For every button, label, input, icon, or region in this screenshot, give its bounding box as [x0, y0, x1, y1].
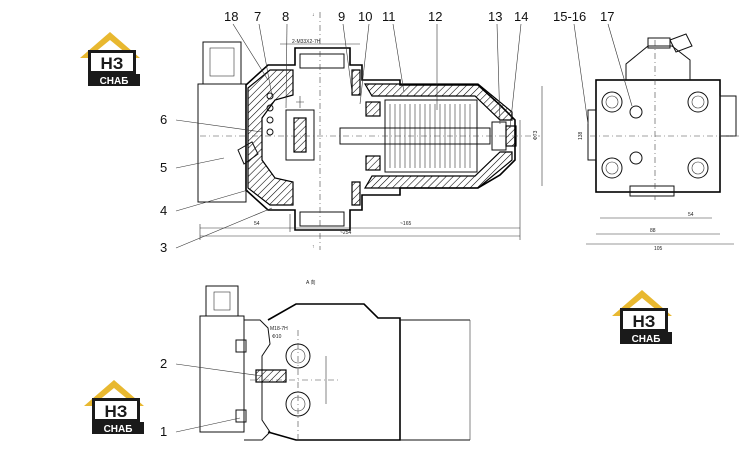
side-left-flange — [587, 109, 597, 161]
body-wall-top-right — [351, 69, 361, 96]
arrow-mark-bottom: ↑ — [312, 244, 315, 250]
o-ring-2 — [266, 104, 274, 112]
main-section-view: 2-M33X2-7H 54 ~165 ~254 Ф73 ↓ ↑ — [197, 12, 543, 250]
part-label-8: 8 — [282, 9, 289, 24]
part-labels-left: 6 5 4 3 2 1 — [160, 112, 167, 439]
part-label-14: 14 — [514, 9, 528, 24]
o-ring-3 — [266, 116, 274, 124]
o-ring-4 — [266, 128, 274, 136]
part-label-6: 6 — [160, 112, 167, 127]
part-label-18: 18 — [224, 9, 238, 24]
a-body-outline — [267, 303, 401, 441]
a-dim-thread: M18-7H — [270, 326, 288, 332]
svg-text:88: 88 — [650, 228, 656, 234]
svg-text:138: 138 — [578, 131, 584, 140]
indicator-stub — [237, 141, 259, 165]
valve-body-outline — [245, 47, 516, 231]
mount-block-body — [197, 83, 247, 203]
view-label-a: A 向 — [306, 279, 315, 286]
bottom-view-a: A 向 M18-7H Ф10 — [199, 279, 471, 441]
logo-sub: СНАБ — [632, 334, 661, 345]
a-dim-depth: Ф10 — [272, 334, 282, 340]
side-connector-cap — [647, 37, 671, 49]
a-left-flange — [244, 319, 271, 441]
part-label-4: 4 — [160, 203, 167, 218]
housing-shell-top — [363, 83, 513, 121]
part-labels-top: 18 7 8 9 10 11 12 13 14 15-16 17 — [224, 9, 614, 24]
port-top — [299, 53, 345, 69]
part-label-13: 13 — [488, 9, 502, 24]
logo-sub: СНАБ — [104, 424, 133, 435]
svg-text:54: 54 — [688, 212, 694, 218]
bypass-spring — [296, 96, 304, 108]
part-label-7: 7 — [254, 9, 261, 24]
part-label-2: 2 — [160, 356, 167, 371]
side-base-boss — [629, 185, 675, 197]
part-label-12: 12 — [428, 9, 442, 24]
bypass-spool — [293, 117, 307, 153]
housing-shell-bottom — [363, 151, 513, 189]
logo-mark: НЗ — [105, 402, 128, 421]
side-right-lug — [719, 95, 737, 137]
mount-bolt — [209, 47, 235, 77]
side-bolt-holes — [601, 91, 709, 179]
seal-upper — [365, 101, 381, 117]
part-label-5: 5 — [160, 160, 167, 175]
leader-lines — [175, 23, 633, 433]
part-label-11: 11 — [382, 9, 396, 24]
a-mount-top — [205, 285, 239, 317]
body-wall-bottom-right — [351, 181, 361, 206]
logo-mark: НЗ — [101, 54, 124, 73]
svg-text:105: 105 — [654, 246, 663, 252]
part-label-1: 1 — [160, 424, 167, 439]
dim-phi73: Ф73 — [533, 130, 539, 140]
logo-mid-right: НЗ СНАБ — [612, 290, 672, 345]
a-mount-body — [199, 315, 245, 433]
logo-bottom-left: НЗ СНАБ — [84, 380, 144, 435]
side-connector-housing — [625, 45, 691, 80]
side-view: 54 88 105 138 — [578, 33, 740, 252]
arrow-mark-top: ↓ — [312, 12, 315, 18]
o-ring-1 — [266, 92, 274, 100]
logo-top-left: НЗ СНАБ — [80, 32, 140, 87]
bypass-valve — [285, 109, 315, 161]
part-label-15-16: 15-16 — [553, 9, 586, 24]
logo-mark: НЗ — [633, 312, 656, 331]
logo-sub: СНАБ — [100, 76, 129, 87]
part-label-3: 3 — [160, 240, 167, 255]
dim-thread-top: 2-M33X2-7H — [292, 39, 321, 45]
seal-lower — [365, 155, 381, 171]
port-bottom — [299, 211, 345, 227]
part-label-10: 10 — [358, 9, 372, 24]
a-plug-2 — [255, 369, 287, 383]
side-plug — [669, 33, 693, 53]
dim-54: 54 — [254, 221, 260, 227]
part-label-17: 17 — [600, 9, 614, 24]
dim-254: ~254 — [340, 230, 351, 236]
body-wall-left — [247, 69, 294, 206]
part-label-9: 9 — [338, 9, 345, 24]
dim-165: ~165 — [400, 221, 411, 227]
